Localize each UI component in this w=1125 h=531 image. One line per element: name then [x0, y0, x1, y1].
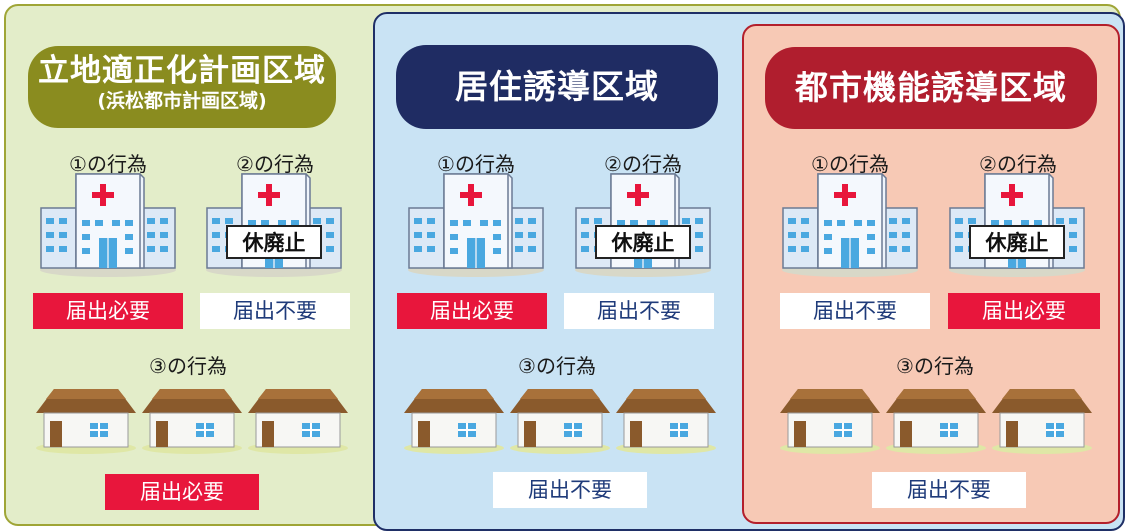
zone2-act2-label: ②の行為 [604, 152, 682, 176]
closed-hospital-icon: 休廃止 [574, 173, 712, 278]
zone3-act2-label: ②の行為 [979, 152, 1057, 176]
zone2-act3-status: 届出不要 [493, 472, 647, 508]
closure-sign-text: 休廃止 [611, 231, 675, 255]
house-icon [991, 388, 1093, 455]
planning-area-title-text: 立地適正化計画区域 [38, 53, 326, 89]
zone1-act2-status: 届出不要 [200, 293, 350, 329]
house-icon-group [36, 388, 349, 455]
hospital-icon [39, 173, 177, 278]
zone2-act3-label: ③の行為 [518, 354, 596, 378]
planning-area-subtitle: (浜松都市計画区域) [97, 90, 267, 112]
zone1-act3-label: ③の行為 [149, 354, 227, 378]
zone3-act2-status: 届出必要 [948, 293, 1100, 329]
house-icon [247, 388, 349, 455]
house-icon [780, 388, 881, 455]
house-icon-group [404, 388, 717, 455]
house-icon [509, 388, 611, 455]
house-icon [615, 388, 717, 455]
house-icon-group [780, 388, 1093, 455]
zone2-act2-status: 届出不要 [564, 293, 714, 329]
house-icon [36, 388, 137, 455]
planning-area-title: 立地適正化計画区域 (浜松都市計画区域) [28, 46, 336, 128]
closed-hospital-icon: 休廃止 [948, 173, 1086, 278]
zone1-act2-label: ②の行為 [236, 152, 314, 176]
zone2-act1-status: 届出必要 [397, 293, 547, 329]
house-icon [141, 388, 243, 455]
zone2-act1-label: ①の行為 [437, 152, 515, 176]
hospital-icon [781, 173, 919, 278]
house-icon [885, 388, 987, 455]
closure-sign-text: 休廃止 [985, 231, 1049, 255]
residential-zone-title: 居住誘導区域 [396, 45, 718, 129]
closed-hospital-icon: 休廃止 [205, 173, 343, 278]
zone3-act3-label: ③の行為 [896, 354, 974, 378]
zone1-act1-label: ①の行為 [69, 152, 147, 176]
zone3-act1-label: ①の行為 [811, 152, 889, 176]
urban-function-zone-title: 都市機能誘導区域 [765, 47, 1097, 129]
zone1-act1-status: 届出必要 [33, 293, 183, 329]
zone1-act3-status: 届出必要 [105, 474, 259, 510]
zone3-act3-status: 届出不要 [872, 472, 1026, 508]
hospital-icon [407, 173, 545, 278]
closure-sign-text: 休廃止 [242, 231, 306, 255]
zone3-act1-status: 届出不要 [780, 293, 930, 329]
house-icon [404, 388, 505, 455]
